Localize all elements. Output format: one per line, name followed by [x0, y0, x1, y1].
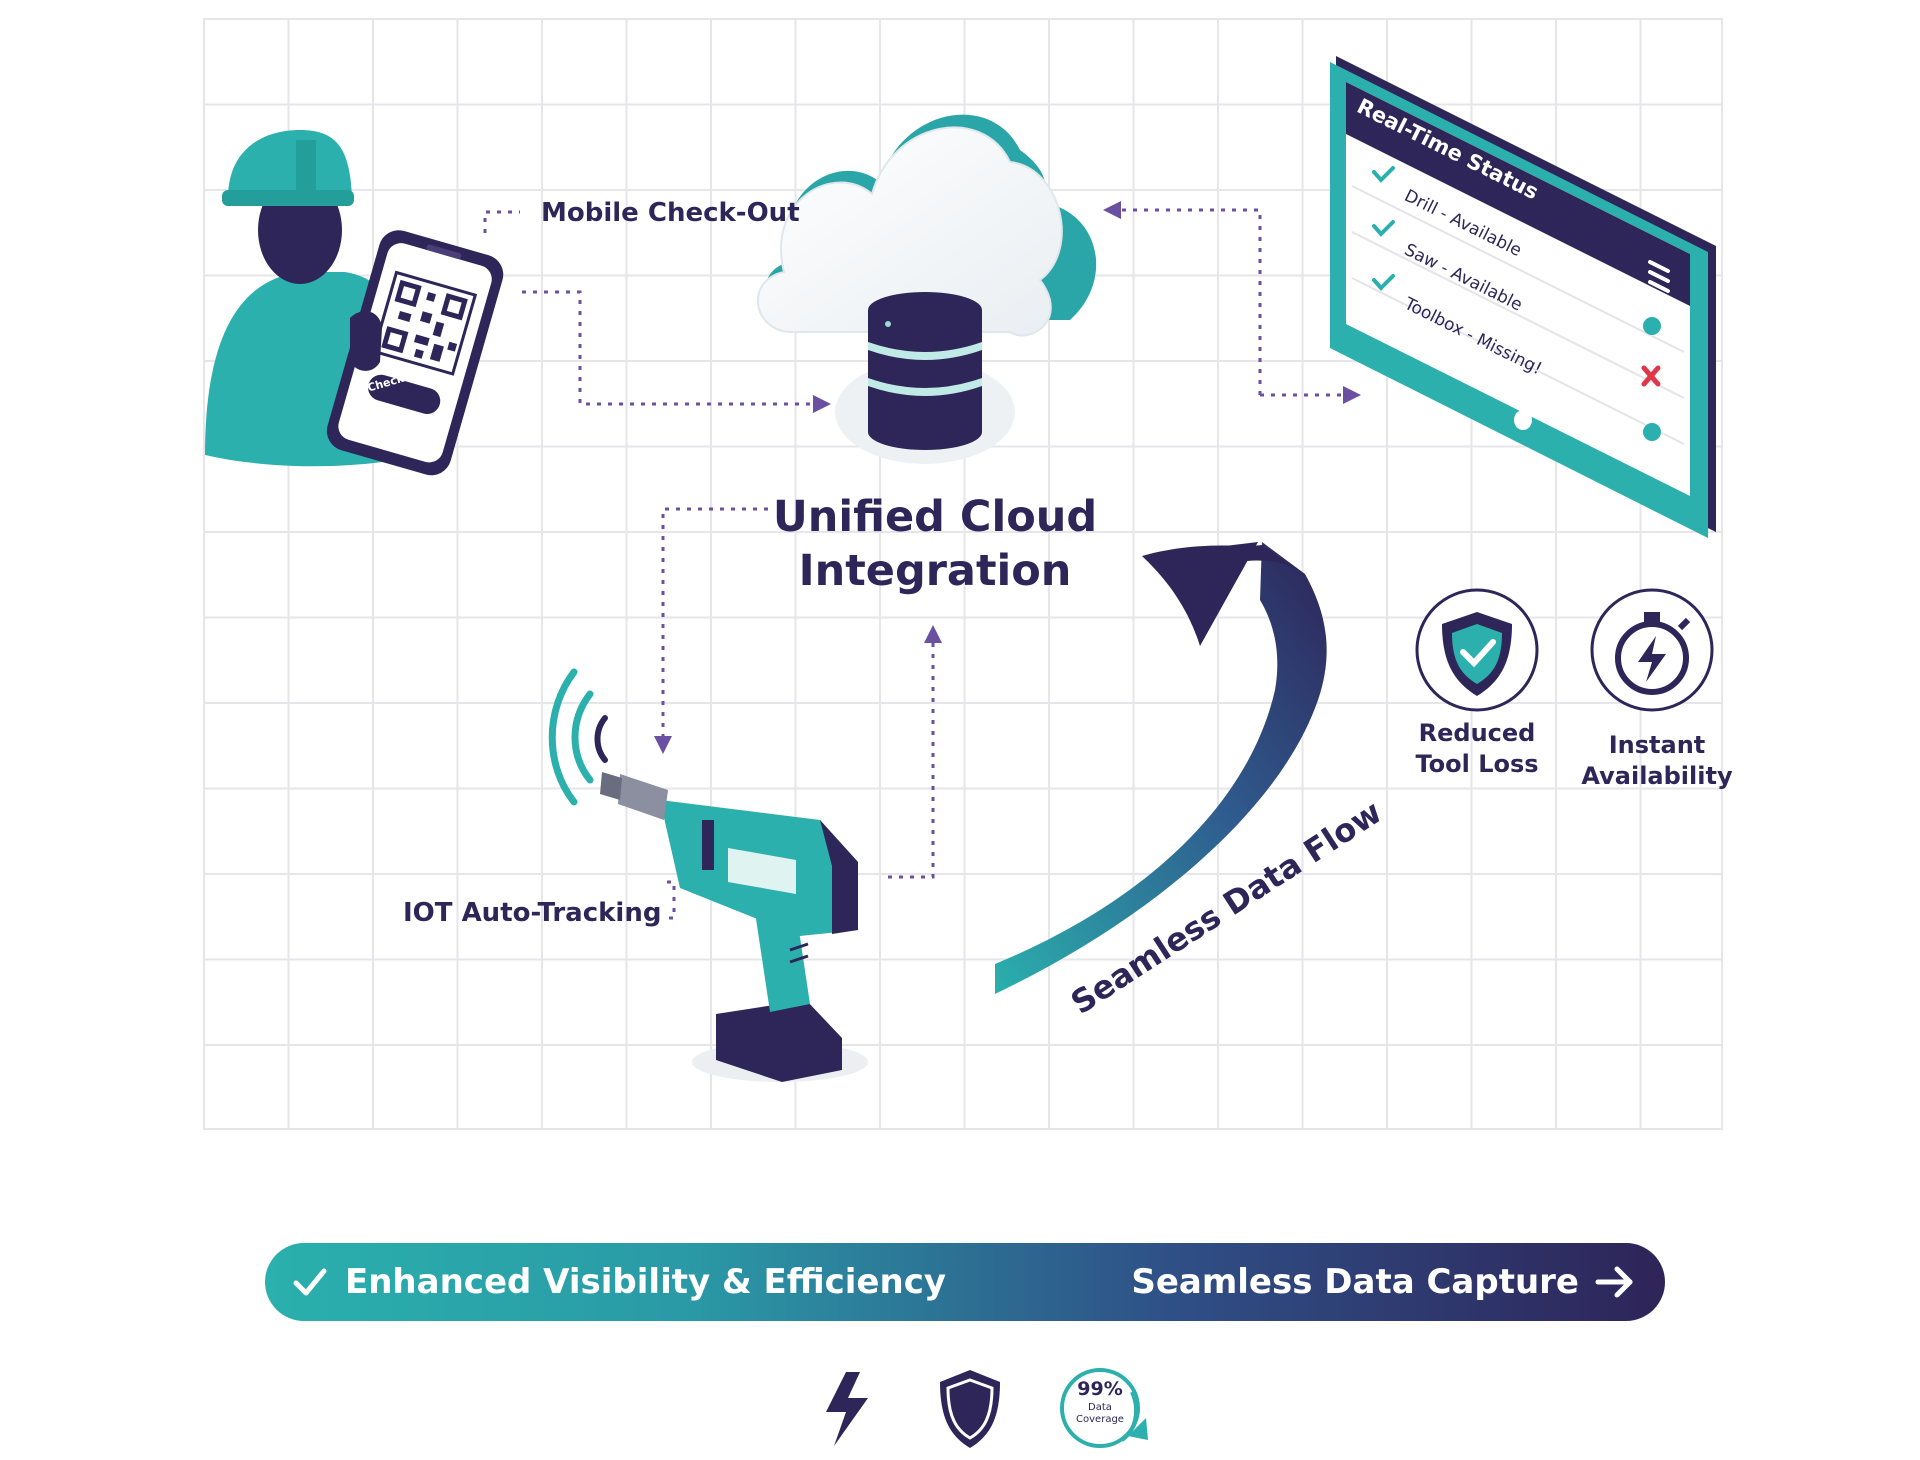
- check-icon: [293, 1268, 327, 1296]
- benefit-instant-availability: Instant Availability: [1581, 731, 1733, 790]
- connector-title-to-drill: [654, 507, 768, 754]
- lightning-icon: [826, 1372, 868, 1446]
- mobile-checkout-label: Mobile Check-Out: [541, 198, 800, 228]
- cloud-icon: [757, 114, 1097, 337]
- status-missing-icon: [1641, 365, 1661, 387]
- status-dot-ok-2: [1643, 423, 1661, 441]
- shield-icon: [940, 1370, 1000, 1448]
- coverage-line2: Coverage: [1076, 1414, 1124, 1425]
- arrow-right-icon: [1595, 1266, 1633, 1298]
- banner-right[interactable]: Seamless Data Capture: [1131, 1262, 1635, 1302]
- tablet-icon: [1330, 56, 1716, 538]
- banner-left-text: Enhanced Visibility & Efficiency: [345, 1262, 947, 1302]
- banner-left: Enhanced Visibility & Efficiency: [291, 1262, 946, 1302]
- banner-right-text: Seamless Data Capture: [1131, 1262, 1579, 1302]
- connector-iot-label: [662, 880, 676, 920]
- database-icon: [835, 292, 1015, 464]
- drill-icon: [600, 772, 868, 1082]
- signal-icon: [548, 668, 608, 806]
- shield-check-icon: [1415, 588, 1539, 712]
- benefit-reduced-line1: Reduced: [1418, 719, 1536, 747]
- connector-drill-to-title: [888, 625, 942, 879]
- connector-screen-to-cloud: [1103, 201, 1262, 395]
- status-check-icons: [1372, 166, 1395, 291]
- coverage-badge-icon: [1060, 1368, 1148, 1448]
- coverage-line1: Data: [1088, 1402, 1112, 1413]
- page-title: Unified Cloud Integration: [760, 490, 1110, 598]
- stopwatch-bolt-icon: [1590, 588, 1714, 712]
- worker-hand: [350, 311, 382, 371]
- smartphone-icon: [326, 230, 504, 476]
- qr-code-icon: [371, 270, 478, 376]
- connector-mobile-label: [483, 210, 520, 233]
- title-line-2: Integration: [798, 546, 1072, 596]
- benefit-reduced-loss: Reduced Tool Loss: [1387, 718, 1567, 780]
- coverage-percent: 99%: [1077, 1378, 1123, 1400]
- status-dot-ok: [1643, 317, 1661, 335]
- data-flow-arrow: [995, 542, 1327, 994]
- title-line-1: Unified Cloud: [772, 492, 1098, 542]
- summary-banner: Enhanced Visibility & Efficiency Seamles…: [265, 1243, 1665, 1321]
- benefit-reduced-line2: Tool Loss: [1415, 750, 1539, 778]
- phone-checkout-button: [368, 374, 441, 414]
- connector-phone-to-db: [522, 290, 831, 413]
- iot-tracking-label: IOT Auto-Tracking: [403, 898, 662, 928]
